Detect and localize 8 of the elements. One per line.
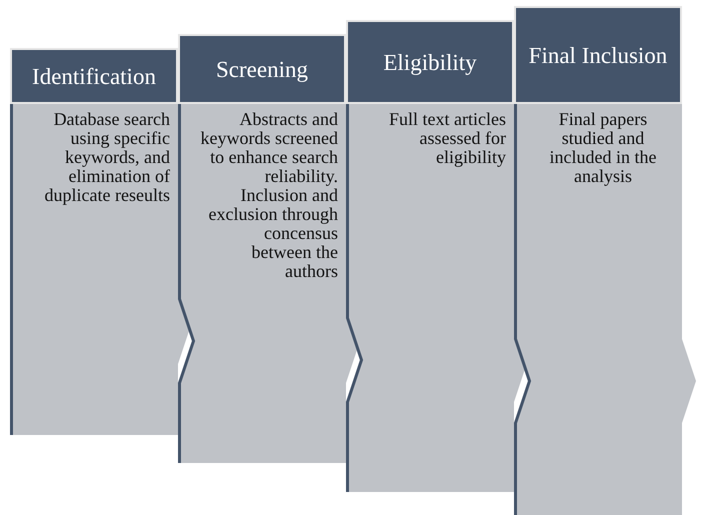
stage-header: Eligibility [346, 20, 514, 104]
stage-description: Database search using specific keywords, and elimination of duplicate reseults [44, 110, 170, 205]
stage-description: Full text articles assessed for eligibility [388, 110, 506, 167]
stage-header: Screening [178, 34, 346, 104]
stage-header: Final Inclusion [514, 6, 682, 104]
stage-description: Final papers studied and included in the analysis [548, 110, 658, 186]
stage-description: Abstracts and keywords screened to enhance search reliability. Inclusion and exclusion through concensus between the authors [200, 110, 338, 281]
stage-header: Identification [10, 48, 178, 104]
